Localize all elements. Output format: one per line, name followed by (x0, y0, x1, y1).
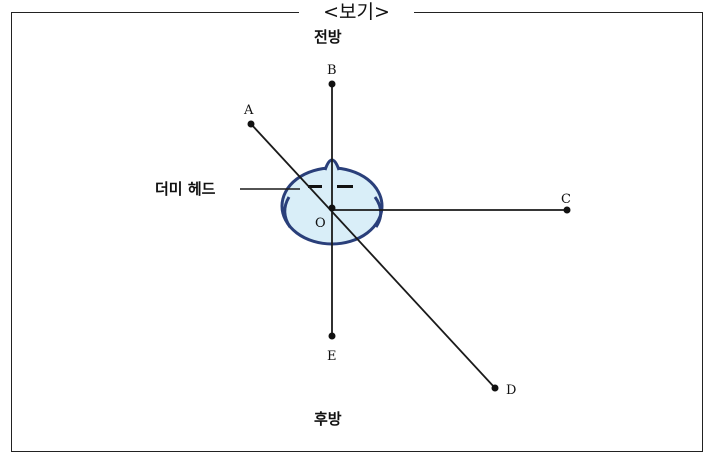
point-D (491, 384, 499, 392)
head-right-eye (337, 185, 353, 188)
label-rear: 후방 (314, 410, 342, 428)
dummy-head-diagram: A B C D E O 전방 후방 더미 헤드 (155, 28, 571, 428)
point-B (328, 80, 336, 88)
point-E (328, 332, 336, 340)
point-A (247, 120, 255, 128)
head-left-ear (283, 196, 292, 228)
label-dummy-head: 더미 헤드 (155, 180, 216, 198)
label-D: D (506, 383, 516, 398)
point-O (328, 204, 336, 212)
box-title: <보기> (299, 0, 414, 26)
label-A: A (243, 103, 254, 118)
label-O: O (315, 216, 326, 231)
head-left-eye (308, 185, 322, 188)
label-front: 전방 (314, 28, 342, 46)
label-B: B (327, 63, 337, 78)
label-C: C (561, 192, 571, 207)
head-right-ear (373, 196, 383, 228)
point-C (563, 206, 571, 214)
label-E: E (327, 349, 337, 364)
line-AD (250, 123, 496, 389)
